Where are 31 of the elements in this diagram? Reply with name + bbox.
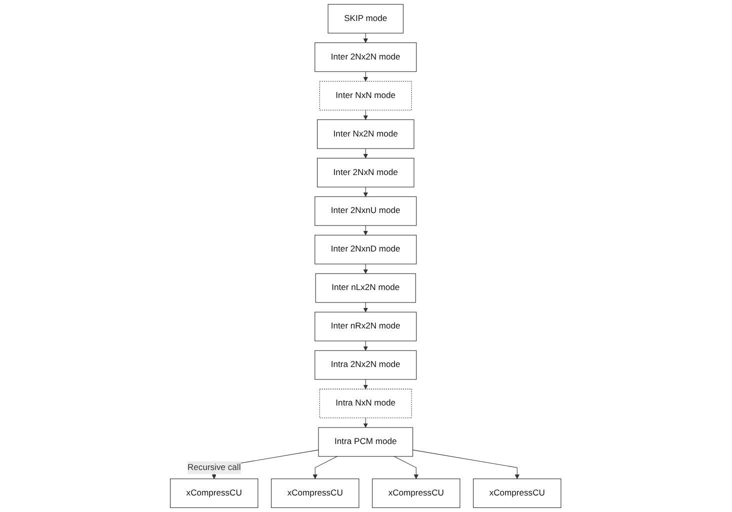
arrow (313, 456, 338, 480)
arrow (364, 186, 368, 197)
arrow (364, 302, 368, 312)
arrow (364, 418, 368, 428)
arrow (364, 32, 368, 43)
arrow (394, 456, 419, 480)
node-box: Intra 2Nx2N mode (315, 350, 417, 380)
node-box: Intra PCM mode (318, 427, 414, 457)
node-box: Inter 2NxN mode (317, 158, 415, 188)
arrow (364, 264, 368, 274)
node-box: xCompressCU (473, 478, 562, 508)
arrow (364, 225, 368, 236)
node-box: SKIP mode (328, 4, 404, 34)
arrow (364, 379, 368, 390)
arrow (412, 450, 520, 480)
node-box: Inter 2NxnD mode (315, 234, 417, 264)
node-box: Inter 2Nx2N mode (315, 42, 417, 72)
node-box: xCompressCU (372, 478, 461, 508)
arrow (364, 71, 368, 82)
arrow (364, 110, 368, 120)
arrow (364, 148, 368, 158)
node-box: Intra NxN mode (320, 388, 412, 418)
node-box: xCompressCU (170, 478, 259, 508)
node-box: Inter Nx2N mode (317, 119, 415, 149)
node-box: Inter NxN mode (320, 80, 412, 110)
arrow (364, 340, 368, 351)
node-box: Inter nRx2N mode (315, 312, 417, 342)
edge-label: Recursive call (188, 462, 242, 472)
node-box: Inter nLx2N mode (316, 273, 416, 303)
node-box: Inter 2NxnU mode (315, 196, 417, 226)
node-box: xCompressCU (271, 478, 360, 508)
